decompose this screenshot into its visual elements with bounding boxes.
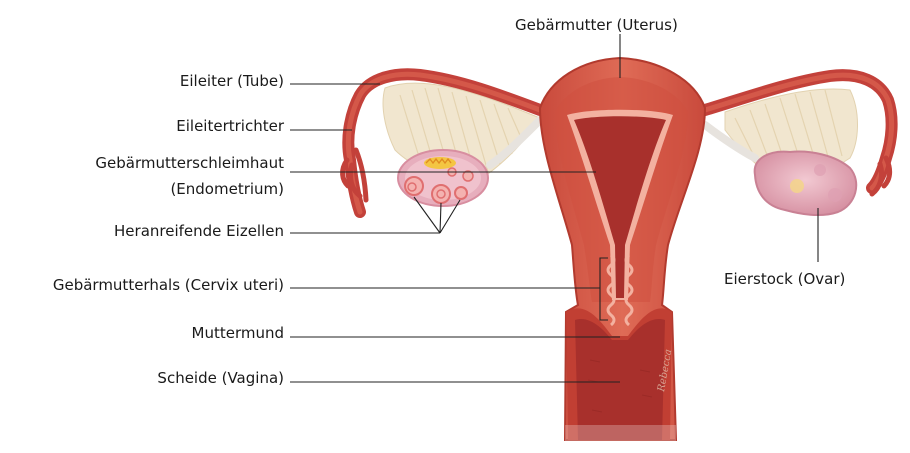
uterus bbox=[540, 58, 705, 445]
label-follicles: Heranreifende Eizellen bbox=[114, 222, 284, 240]
label-infundibulum: Eileitertrichter bbox=[176, 117, 284, 135]
left-ovary bbox=[398, 150, 488, 206]
label-os: Muttermund bbox=[192, 324, 285, 342]
label-vagina: Scheide (Vagina) bbox=[157, 369, 284, 387]
label-cervix: Gebärmutterhals (Cervix uteri) bbox=[53, 276, 284, 294]
label-endometrium-latin: (Endometrium) bbox=[170, 180, 284, 198]
label-uterus: Gebärmutter (Uterus) bbox=[515, 16, 678, 34]
label-endometrium: Gebärmutterschleimhaut bbox=[95, 154, 284, 172]
label-tube: Eileiter (Tube) bbox=[180, 72, 284, 90]
right-ovary bbox=[755, 152, 857, 215]
label-ovary: Eierstock (Ovar) bbox=[724, 270, 845, 288]
